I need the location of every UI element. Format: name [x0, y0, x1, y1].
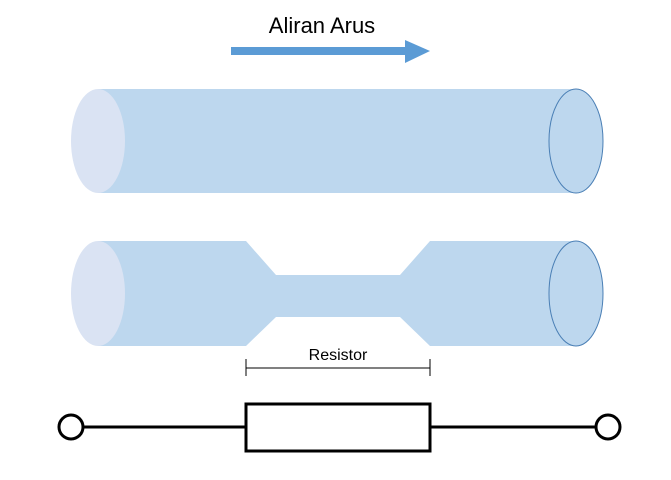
narrowed-pipe-left-end	[71, 241, 125, 346]
uniform-pipe-left-end	[71, 89, 125, 193]
right-terminal-icon	[594, 413, 622, 441]
uniform-pipe	[71, 88, 604, 194]
current-flow-arrow-icon	[231, 40, 430, 63]
resistor-body	[244, 402, 432, 453]
resistor-circuit-symbol	[57, 402, 622, 453]
resistor-dimension-bracket	[245, 359, 431, 376]
resistor-label: Resistor	[309, 347, 368, 364]
narrowed-pipe-body	[98, 241, 576, 346]
narrowed-pipe	[71, 240, 604, 347]
narrowed-pipe-right-end	[548, 240, 604, 347]
uniform-pipe-right-end	[548, 88, 604, 194]
uniform-pipe-body	[98, 89, 576, 193]
current-flow-title: Aliran Arus	[269, 13, 375, 38]
left-terminal-icon	[57, 413, 85, 441]
